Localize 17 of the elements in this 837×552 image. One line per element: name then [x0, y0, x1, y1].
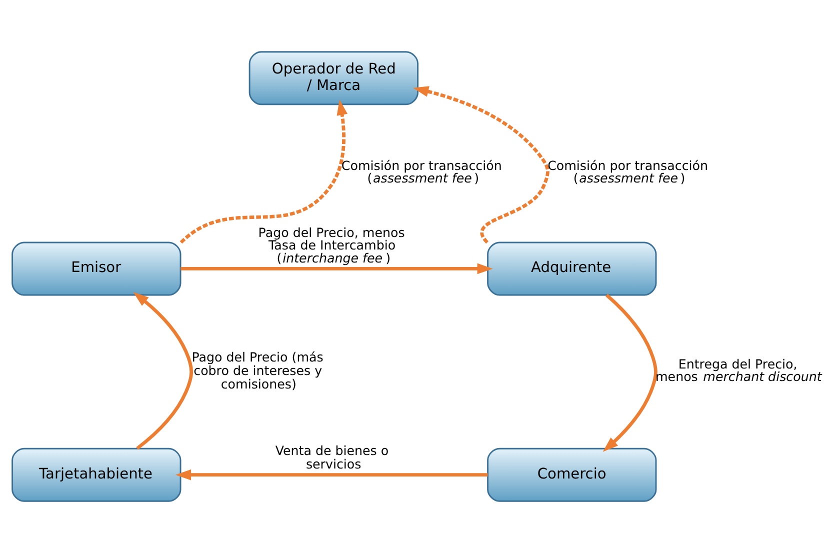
arrow	[180, 262, 493, 274]
node-box: Emisor	[12, 241, 182, 296]
arrow	[180, 98, 348, 244]
arrow	[133, 291, 194, 450]
arrow	[602, 293, 658, 452]
node-box: Tarjetahabiente	[12, 447, 182, 502]
edge-label: Pago del Precio, menos Tasa de Intercambio (interchange fee)	[258, 224, 405, 265]
edge-label: Comisión por transacción (assessment fee)	[341, 157, 502, 186]
edge-label: Venta de bienes o servicios	[275, 442, 389, 471]
node-box: Comercio	[487, 447, 657, 502]
edge-label: Entrega del Precio, menos merchant discount	[656, 356, 822, 384]
node-box: Adquirente	[487, 241, 657, 296]
arrow	[175, 468, 488, 480]
edge-label: Comisión por transacción (assessment fee)	[548, 157, 708, 186]
arrow	[412, 86, 550, 243]
edge-label: Pago del Precio (más cobro de intereses y comisiones)	[192, 348, 324, 392]
node-box: Operador de Red / Marca	[248, 50, 418, 105]
